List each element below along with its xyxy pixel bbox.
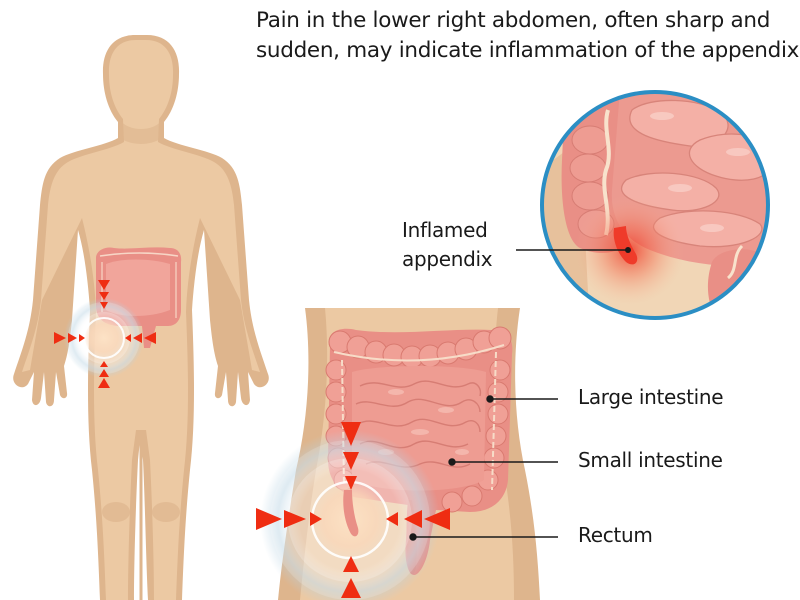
torso-pain-arrows-icon: [256, 422, 450, 598]
torso-closeup-figure: [256, 308, 558, 600]
caption-line-1: Pain in the lower right abdomen, often s…: [256, 8, 771, 33]
label-small-intestine: Small intestine: [578, 448, 723, 472]
torso-leader-lines: [409, 395, 558, 541]
full-body-figure: [13, 35, 269, 600]
label-inflamed-appendix: Inflamed appendix: [402, 216, 493, 274]
label-inflamed-appendix-line-2: appendix: [402, 247, 493, 271]
label-large-intestine: Large intestine: [578, 385, 724, 409]
body-pain-arrows-icon: [54, 280, 156, 388]
magnifier-inset: [516, 90, 770, 320]
label-inflamed-appendix-line-1: Inflamed: [402, 218, 488, 242]
torso-pain-target: [260, 430, 440, 600]
caption-line-2: sudden, may indicate inflammation of the…: [256, 38, 800, 63]
label-rectum: Rectum: [578, 523, 653, 547]
caption: Pain in the lower right abdomen, often s…: [256, 6, 800, 66]
body-pain-target: [64, 298, 144, 378]
